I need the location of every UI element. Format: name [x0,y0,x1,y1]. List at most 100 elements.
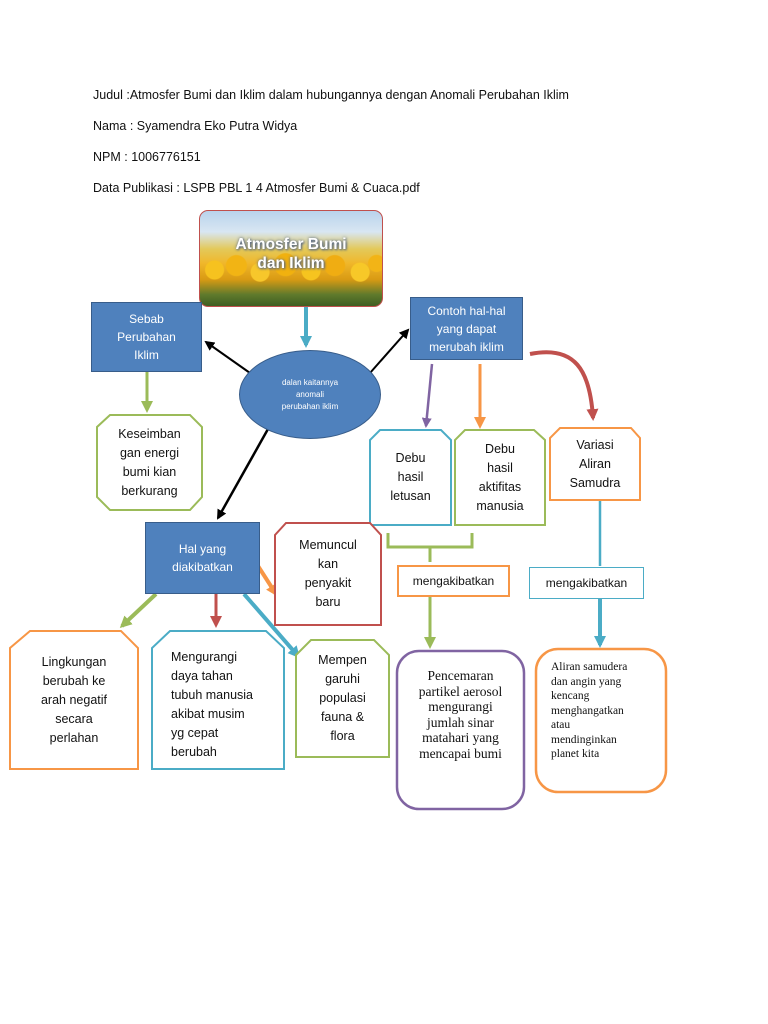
memunculkan-line-1: Memuncul [299,538,357,552]
keseimbangan-line-3: bumi kian [122,464,177,479]
arrow-hal-to-lingkungan [119,592,158,629]
contoh-line-2: yang dapat [436,321,497,336]
mengurangi-line-3: tubuh manusia [171,688,254,702]
mengurangi-box: Mengurangi daya tahan tubuh manusia akib… [171,648,283,766]
aliran-line-3: kencang [551,690,590,702]
mengakibatkan-right-box: mengakibatkan [529,567,644,599]
mempengaruhi-box: Mempen garuhi populasi fauna & flora [296,640,389,757]
mempengaruhi-line-3: populasi [319,691,366,705]
title-line-2: dan Iklim [257,255,325,272]
arrow-contoh-to-variasi [529,350,599,421]
pencemaran-line-6: mencapai bumi [419,745,502,761]
mengurangi-line-2: daya tahan [171,669,233,683]
debu-manusia-line-3: aktifitas [478,479,522,494]
aliran-outline [534,647,668,794]
judul-text: Judul :Atmosfer Bumi dan Iklim dalam hub… [93,88,569,102]
keseimbangan-line-4: berkurang [121,483,178,498]
tulip-field-image [200,248,382,292]
mempengaruhi-outline [295,639,390,758]
center-line-1: dalan kaitannya [281,377,339,387]
mengurangi-line-1: Mengurangi [171,650,238,664]
arrow-center-to-sebab [204,340,251,374]
memunculkan-box: Memuncul kan penyakit baru [275,523,381,625]
pencemaran-line-3: mengurangi [428,699,493,714]
nama-text: Nama : Syamendra Eko Putra Widya [93,119,298,133]
mengurangi-line-6: berubah [171,745,217,759]
variasi-line-3: Samudra [569,475,621,490]
variasi-line-1: Variasi [576,437,614,452]
sebab-line-2: Perubahan [117,330,176,344]
mengakibatkan-left-label: mengakibatkan [412,574,495,588]
memunculkan-line-3: penyakit [304,576,352,590]
mengakibatkan-left-box: mengakibatkan [397,565,510,597]
variasi-aliran-box: Variasi Aliran Samudra [550,428,640,500]
contoh-hal-box: Contoh hal-hal yang dapat merubah iklim [410,297,523,360]
aliran-samudera-box: Aliran samudera dan angin yang kencang m… [551,660,661,770]
variasi-outline [549,427,641,501]
lingkungan-line-1: Lingkungan [41,654,107,669]
pencemaran-line-1: Pencemaran [427,668,494,683]
aliran-line-7: planet kita [551,748,600,760]
hal-line-2: diakibatkan [172,560,233,574]
keseimbangan-outline [96,414,203,511]
bracket-debu [386,533,474,549]
title-line-1: Atmosfer Bumi [235,236,347,253]
lingkungan-line-2: berubah ke [42,673,106,688]
aliran-line-5: atau [551,719,571,731]
lingkungan-line-5: perlahan [49,730,99,745]
lingkungan-line-3: arah negatif [40,692,108,707]
pencemaran-box: Pencemaran partikel aerosol mengurangi j… [397,668,524,778]
lingkungan-line-4: secara [55,711,93,726]
title-box: Atmosfer Bumi dan Iklim [199,210,383,307]
mempengaruhi-line-2: garuhi [325,672,360,686]
memunculkan-line-4: baru [315,595,341,609]
mengakibatkan-right-label: mengakibatkan [545,576,628,590]
debu-letusan-box: Debu hasil letusan [370,430,451,525]
keseimbangan-box: Keseimban gan energi bumi kian berkurang [97,415,202,510]
mempengaruhi-line-4: fauna & [320,710,365,724]
mempengaruhi-line-1: Mempen [318,653,367,667]
mengurangi-outline [151,630,285,770]
debu-letusan-outline [369,429,452,526]
hal-diakibatkan-box: Hal yang diakibatkan [145,522,260,594]
debu-letusan-line-2: hasil [397,470,424,484]
memunculkan-line-2: kan [317,557,339,571]
sebab-line-1: Sebab [129,312,164,326]
mengurangi-line-4: akibat musim [171,707,245,721]
variasi-line-2: Aliran [579,456,611,471]
debu-manusia-box: Debu hasil aktifitas manusia [455,430,545,525]
sebab-line-3: Iklim [134,348,159,362]
keseimbangan-line-1: Keseimban [118,426,181,441]
debu-manusia-outline [454,429,546,526]
debu-manusia-line-1: Debu [485,441,515,456]
aliran-line-1: Aliran samudera [551,661,628,673]
contoh-line-1: Contoh hal-hal [427,303,506,318]
aliran-line-2: dan angin yang [551,675,622,688]
arrow-hal-to-mempengaruhi [242,592,300,659]
aliran-line-6: mendinginkan [551,733,617,746]
mempengaruhi-line-5: flora [330,729,355,743]
pencemaran-line-4: jumlah sinar [426,714,495,730]
hal-line-1: Hal yang [178,542,227,556]
pencemaran-line-2: partikel aerosol [418,683,503,699]
center-line-3: perubahan iklim [281,401,339,411]
debu-manusia-line-2: hasil [487,460,513,475]
arrow-contoh-to-debu-letusan [421,363,434,428]
sebab-perubahan-box: Sebab Perubahan Iklim [91,302,202,372]
title-text: Atmosfer Bumi dan Iklim [200,235,382,273]
npm-text: NPM : 1006776151 [93,150,201,164]
debu-manusia-line-4: manusia [476,498,524,513]
arrow-hal-to-memunculkan [256,564,278,597]
memunculkan-outline [274,522,382,626]
pencemaran-outline [395,649,526,811]
debu-letusan-line-3: letusan [390,489,431,503]
lingkungan-box: Lingkungan berubah ke arah negatif secar… [10,631,138,769]
lingkungan-outline [9,630,139,770]
keseimbangan-line-2: gan energi [119,445,180,460]
aliran-line-4: menghangatkan [551,704,624,717]
center-ellipse: dalan kaitannya anomali perubahan iklim [239,350,381,439]
pencemaran-line-5: matahari yang [422,730,499,745]
mengurangi-line-5: yg cepat [171,726,219,740]
center-line-2: anomali [295,389,324,399]
arrow-center-to-contoh [369,328,410,374]
